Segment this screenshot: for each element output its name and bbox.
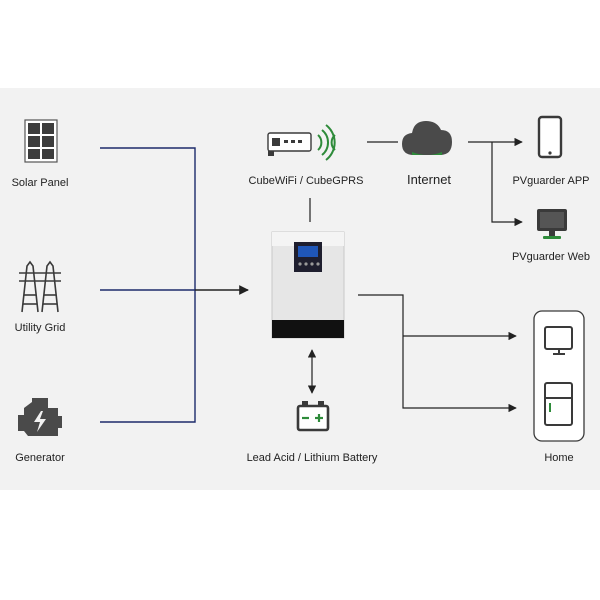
inverter-icon <box>271 231 345 339</box>
utility-grid-label: Utility Grid <box>15 322 66 334</box>
pvguarder-web-label: PVguarder Web <box>512 251 590 263</box>
generator-icon <box>18 398 62 436</box>
pvguarder-app-label: PVguarder APP <box>512 175 589 187</box>
solar-panel-icon <box>24 119 58 163</box>
wireless-signal-icon <box>317 124 336 161</box>
solar-panel-label: Solar Panel <box>12 177 69 189</box>
internet-label: Internet <box>407 172 451 187</box>
cube-wifi-device-icon <box>267 132 312 156</box>
monitor-icon <box>537 209 567 239</box>
battery-icon <box>296 401 330 432</box>
utility-grid-icon <box>19 260 61 313</box>
cube-device-label: CubeWiFi / CubeGPRS <box>249 175 364 187</box>
solar-generator-bus-line <box>100 147 196 423</box>
tv-icon <box>544 326 573 355</box>
refrigerator-icon <box>544 382 573 426</box>
source-bus-lines <box>100 147 249 423</box>
home-label: Home <box>544 452 573 464</box>
cloud-icon <box>402 121 452 155</box>
monitoring-lines <box>309 137 523 227</box>
output-lines <box>307 294 517 413</box>
inverter-to-appliance-arrow <box>358 294 517 413</box>
internet-to-web-arrow <box>491 142 523 227</box>
generator-label: Generator <box>15 452 65 464</box>
battery-label: Lead Acid / Lithium Battery <box>247 452 378 464</box>
phone-icon <box>537 115 563 159</box>
